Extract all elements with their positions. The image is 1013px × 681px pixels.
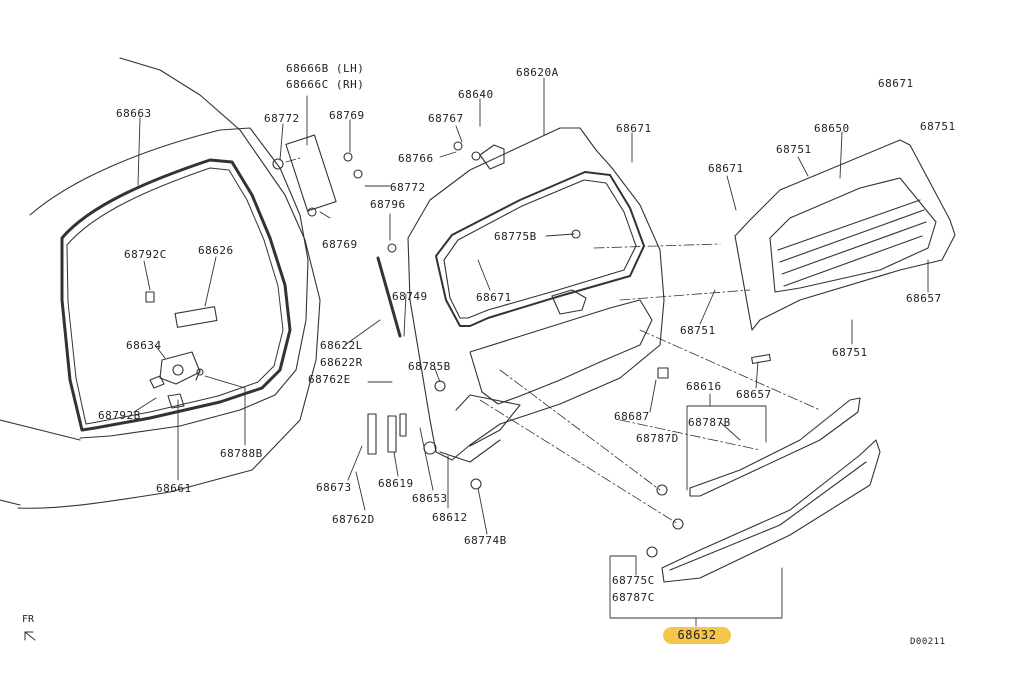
part-label[interactable]: 68626 — [198, 244, 234, 257]
part-label[interactable]: 68751 — [776, 143, 812, 156]
part-label[interactable]: 68640 — [458, 88, 494, 101]
part-label[interactable]: 68657 — [906, 292, 942, 305]
fr-arrow-icon — [24, 631, 36, 641]
part-label[interactable]: 68762E — [308, 373, 351, 386]
part-label[interactable]: 68788B — [220, 447, 263, 460]
highlighted-part-number[interactable]: 68632 — [663, 627, 731, 644]
part-label[interactable]: 68751 — [920, 120, 956, 133]
part-label[interactable]: 68796 — [370, 198, 406, 211]
part-label[interactable]: 68671 — [476, 291, 512, 304]
part-label[interactable]: 68671 — [616, 122, 652, 135]
part-label[interactable]: 68650 — [814, 122, 850, 135]
part-label[interactable]: 68666B (LH) — [286, 62, 365, 75]
part-label[interactable]: 68792C — [124, 248, 167, 261]
part-label[interactable]: 68612 — [432, 511, 468, 524]
part-label[interactable]: 68785B — [408, 360, 451, 373]
part-label[interactable]: 68772 — [264, 112, 300, 125]
part-label[interactable]: 68653 — [412, 492, 448, 505]
part-label[interactable]: 68619 — [378, 477, 414, 490]
part-label[interactable]: 68775B — [494, 230, 537, 243]
part-label[interactable]: 68769 — [329, 109, 365, 122]
part-label[interactable]: 68634 — [126, 339, 162, 352]
part-label[interactable]: 68762D — [332, 513, 375, 526]
body-opening-illustration — [0, 57, 321, 509]
part-label[interactable]: 68787B — [688, 416, 731, 429]
part-label[interactable]: 68774B — [464, 534, 507, 547]
part-label[interactable]: 68687 — [614, 410, 650, 423]
part-label[interactable]: 68775C — [612, 574, 655, 587]
part-label[interactable]: 68620A — [516, 66, 559, 79]
part-label[interactable]: 68616 — [686, 380, 722, 393]
part-label[interactable]: 68751 — [680, 324, 716, 337]
tailgate-illustration — [407, 127, 665, 463]
part-label[interactable]: 68787D — [636, 432, 679, 445]
drawing-code: D00211 — [910, 637, 946, 647]
part-label[interactable]: 68622L — [320, 339, 363, 352]
part-label[interactable]: 68751 — [832, 346, 868, 359]
part-label[interactable]: 68767 — [428, 112, 464, 125]
part-label[interactable]: 68772 — [390, 181, 426, 194]
part-label[interactable]: 68792B — [98, 409, 141, 422]
direction-marker: FR — [22, 614, 35, 625]
part-label[interactable]: 68766 — [398, 152, 434, 165]
part-label[interactable]: 68663 — [116, 107, 152, 120]
small-parts — [195, 134, 771, 558]
assembly-lines — [285, 157, 821, 525]
garnish-illustration — [661, 397, 881, 583]
part-label[interactable]: 68671 — [708, 162, 744, 175]
part-label[interactable]: 68657 — [736, 388, 772, 401]
part-label[interactable]: 68749 — [392, 290, 428, 303]
rear-glass-illustration — [734, 139, 956, 331]
part-label[interactable]: 68661 — [156, 482, 192, 495]
part-label[interactable]: 68673 — [316, 481, 352, 494]
part-label[interactable]: 68787C — [612, 591, 655, 604]
part-label[interactable]: 68622R — [320, 356, 363, 369]
part-label[interactable]: 68769 — [322, 238, 358, 251]
part-label[interactable]: 68666C (RH) — [286, 78, 365, 91]
leader-lines — [133, 77, 929, 627]
part-label[interactable]: 68671 — [878, 77, 914, 90]
